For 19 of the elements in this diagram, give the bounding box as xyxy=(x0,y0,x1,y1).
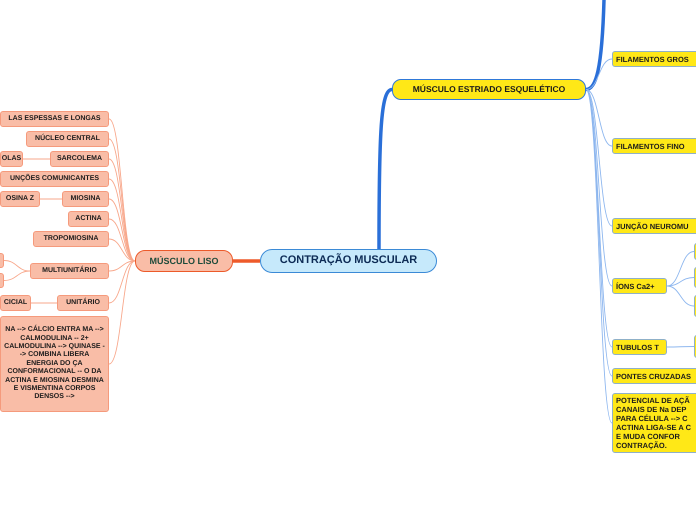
central-topic: CONTRAÇÃO MUSCULAR xyxy=(260,249,437,273)
connector-line xyxy=(586,89,612,226)
connector-line xyxy=(108,260,136,272)
connector-line xyxy=(666,277,694,286)
connector-line xyxy=(233,259,260,263)
connector-line xyxy=(108,238,136,262)
connector-line xyxy=(30,302,58,304)
connector-line xyxy=(377,88,393,249)
connector-line xyxy=(666,346,694,348)
topic-box: MÚSCULO LISO xyxy=(135,250,233,272)
connector-line xyxy=(108,260,136,364)
connector-line xyxy=(586,0,606,92)
connector-line xyxy=(4,270,30,281)
topic-box: MÚSCULO ESTRIADO ESQUELÉTICO xyxy=(392,79,586,100)
connector-line xyxy=(108,260,136,304)
connector-line xyxy=(586,58,612,90)
connector-line xyxy=(586,89,612,146)
connector-line xyxy=(22,158,50,160)
connector-line xyxy=(40,198,62,200)
